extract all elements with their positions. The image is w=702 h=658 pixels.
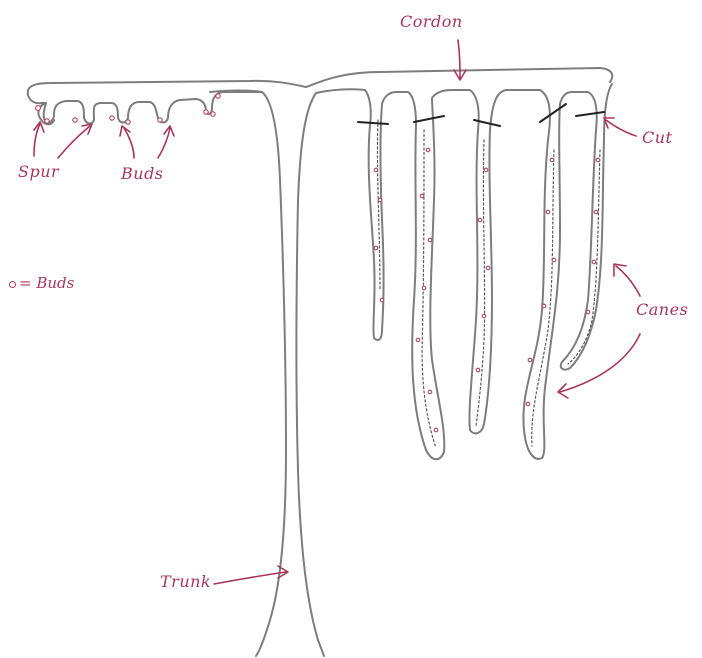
- bud: [126, 120, 130, 124]
- bud: [416, 338, 420, 342]
- bud: [596, 158, 600, 162]
- canes: [365, 84, 612, 459]
- trunk-arrow: [214, 566, 288, 584]
- bud: [482, 314, 486, 318]
- cut-mark: [540, 104, 566, 122]
- bud: [550, 158, 554, 162]
- bud: [428, 390, 432, 394]
- trunk-label: Trunk: [160, 572, 211, 591]
- bud: [542, 304, 546, 308]
- bud: [158, 118, 162, 122]
- bud: [594, 210, 598, 214]
- bud: [526, 402, 530, 406]
- spurs-left: [38, 92, 262, 124]
- bud: [484, 168, 488, 172]
- bud: [45, 119, 49, 123]
- cut-marks: [358, 104, 604, 126]
- bud: [586, 310, 590, 314]
- bud: [211, 112, 215, 116]
- bud: [428, 238, 432, 242]
- spur-arrow-2: [58, 124, 92, 158]
- bud: [592, 260, 596, 264]
- cane-3: [452, 90, 506, 433]
- canes-arrow-lower: [558, 334, 640, 398]
- spur-arrow: [34, 122, 44, 156]
- bud: [486, 266, 490, 270]
- bud-legend-icon: [9, 281, 16, 288]
- canes-arrow-upper: [614, 264, 640, 296]
- cordon-arm: [28, 68, 613, 103]
- cut-label: Cut: [642, 128, 672, 147]
- bud: [380, 298, 384, 302]
- bud-legend-text: = Buds: [19, 274, 74, 292]
- bud: [374, 168, 378, 172]
- cane-2: [396, 90, 452, 459]
- bud: [528, 358, 532, 362]
- cut-mark: [576, 112, 604, 116]
- trunk: [256, 92, 324, 656]
- bud: [73, 118, 77, 122]
- buds: [36, 94, 600, 432]
- buds-arrow: [120, 126, 134, 158]
- cane-5: [561, 84, 612, 370]
- buds-label: Buds: [121, 164, 164, 183]
- bud: [546, 210, 550, 214]
- bud: [422, 286, 426, 290]
- bud: [552, 258, 556, 262]
- bud: [216, 94, 220, 98]
- bud: [478, 218, 482, 222]
- bud: [36, 106, 41, 111]
- cut-mark: [358, 122, 388, 124]
- cordon-arrow: [454, 40, 466, 80]
- cut-arrow: [604, 118, 636, 136]
- cane-1: [365, 90, 396, 340]
- bud: [110, 116, 114, 120]
- buds-arrow-2: [158, 126, 174, 158]
- spur-label: Spur: [18, 162, 59, 181]
- bud: [374, 246, 378, 250]
- bud: [420, 194, 424, 198]
- bud-legend: = Buds: [9, 274, 74, 292]
- bud: [434, 428, 438, 432]
- canes-label: Canes: [636, 300, 688, 319]
- bud: [426, 148, 430, 152]
- bud: [476, 368, 480, 372]
- cut-mark: [414, 116, 444, 122]
- cordon-label: Cordon: [400, 12, 463, 31]
- cane-4: [506, 90, 572, 459]
- bud: [378, 198, 382, 202]
- bud: [204, 110, 208, 114]
